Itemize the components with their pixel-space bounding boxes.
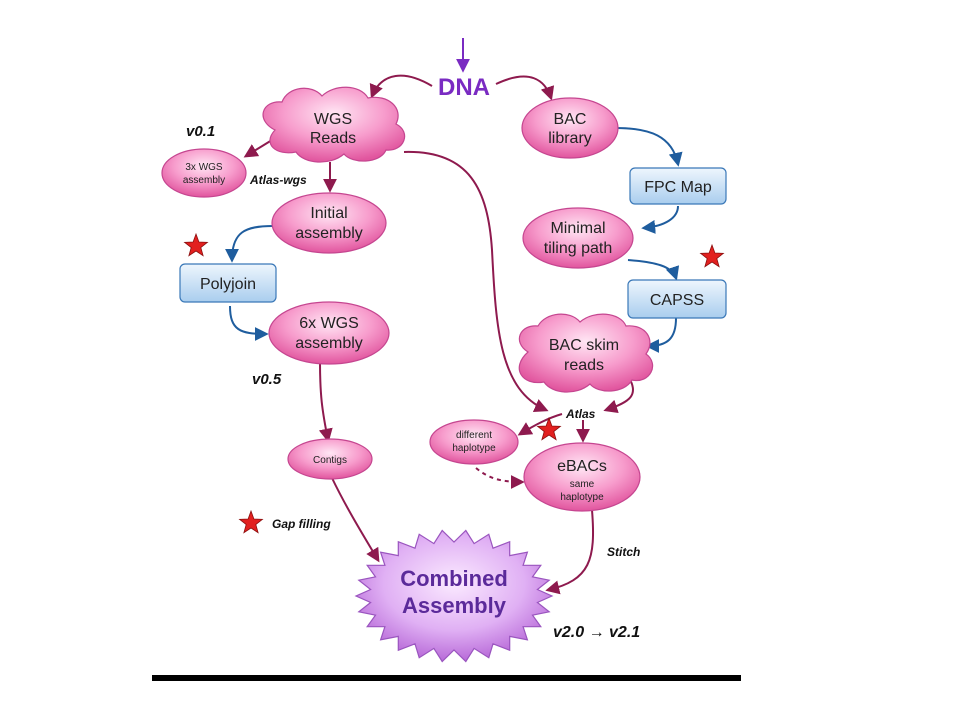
annotation-gap-filling: Gap filling [272, 517, 331, 531]
contigs-label: Contigs [313, 455, 347, 466]
combined-line1: Combined [400, 566, 508, 591]
combined-line2: Assembly [402, 593, 507, 618]
3x-wgs-shape [161, 148, 247, 198]
edge-wgs-to-3x [243, 139, 273, 158]
capss-label: CAPSS [650, 292, 704, 309]
edge-initial-to-polyjoin [225, 225, 274, 263]
node-different-haplotype: different haplotype [429, 419, 519, 465]
initial-assembly-line2: assembly [295, 225, 363, 242]
bac-skim-line2: reads [564, 357, 604, 374]
node-bac-library: BAC library [521, 97, 619, 159]
wgs-reads-cloud [262, 86, 406, 163]
bac-library-shape [521, 97, 619, 159]
wgs-reads-line2: Reads [310, 130, 356, 147]
ebacs-shape [523, 442, 641, 512]
different-haplotype-shape [429, 419, 519, 465]
node-initial-assembly: Initial assembly [271, 192, 387, 254]
edge-different-to-ebacs-dashed [475, 467, 525, 489]
minimal-tiling-line2: tiling path [544, 240, 613, 257]
star-icon [699, 243, 725, 268]
minimal-tiling-shape [522, 207, 634, 269]
annotation-v05: v0.5 [252, 371, 282, 388]
combined-starburst [354, 529, 554, 663]
wgs-reads-line1: WGS [314, 111, 352, 128]
star-icon [183, 232, 209, 257]
3x-wgs-line1: 3x WGS [185, 162, 223, 173]
edge-polyjoin-to-6x [229, 305, 269, 341]
edge-bac-to-fpc [615, 127, 683, 167]
node-minimal-tiling: Minimal tiling path [522, 207, 634, 269]
node-3x-wgs: 3x WGS assembly [161, 148, 247, 198]
stars [183, 232, 725, 534]
edge-contigs-to-combined [331, 477, 380, 563]
edge-capss-to-bacskim [645, 317, 677, 353]
6x-wgs-line1: 6x WGS [299, 315, 359, 332]
bottom-rule [152, 675, 741, 681]
capss-box [627, 279, 727, 319]
edge-minimal-to-capss [627, 259, 680, 281]
6x-wgs-line2: assembly [295, 335, 363, 352]
initial-assembly-shape [271, 192, 387, 254]
polyjoin-box [179, 263, 277, 303]
annotation-atlas-wgs: Atlas-wgs [249, 173, 307, 187]
6x-wgs-shape [268, 301, 390, 365]
edge-wgs-to-atlas [403, 150, 549, 412]
bac-library-line2: library [548, 130, 592, 147]
node-bac-skim: BAC skim reads [518, 313, 654, 393]
ebacs-sub2: haplotype [560, 492, 604, 503]
edge-6x-to-contigs [318, 361, 333, 443]
annotation-version-final: v2.0 → v2.1 [553, 624, 640, 641]
node-capss: CAPSS [627, 279, 727, 319]
node-ebacs: eBACs same haplotype [523, 442, 641, 512]
edge-fpc-to-minimal [641, 205, 679, 234]
bac-skim-cloud [518, 313, 654, 393]
fpc-map-label: FPC Map [644, 179, 712, 196]
3x-wgs-line2: assembly [183, 175, 225, 186]
bac-skim-line1: BAC skim [549, 337, 619, 354]
node-6x-wgs: 6x WGS assembly [268, 301, 390, 365]
edge-dna-to-bac [495, 75, 555, 101]
contigs-shape [287, 438, 373, 480]
ebacs-title: eBACs [557, 458, 607, 475]
edge-dna-to-wgs [369, 74, 433, 99]
edge-atlas-to-different [517, 413, 563, 436]
initial-assembly-line1: Initial [310, 205, 347, 222]
annotation-v01: v0.1 [186, 123, 215, 140]
different-haplotype-line2: haplotype [452, 443, 496, 454]
edges [225, 38, 683, 595]
node-wgs-reads: WGS Reads [262, 86, 406, 163]
node-combined-assembly: Combined Assembly [354, 529, 554, 663]
polyjoin-label: Polyjoin [200, 276, 256, 293]
minimal-tiling-line1: Minimal [550, 220, 605, 237]
node-contigs: Contigs [287, 438, 373, 480]
edge-ebacs-to-combined [545, 509, 595, 595]
node-polyjoin: Polyjoin [179, 263, 277, 303]
dna-title: DNA [438, 74, 490, 101]
different-haplotype-line1: different [456, 430, 492, 441]
star-icon [238, 509, 264, 534]
node-fpc-map: FPC Map [629, 167, 727, 205]
ebacs-sub1: same [570, 479, 595, 490]
fpc-map-box [629, 167, 727, 205]
annotation-stitch: Stitch [607, 545, 640, 559]
star-icon [536, 416, 562, 441]
bac-library-line1: BAC [554, 111, 587, 128]
annotation-atlas: Atlas [565, 407, 596, 421]
